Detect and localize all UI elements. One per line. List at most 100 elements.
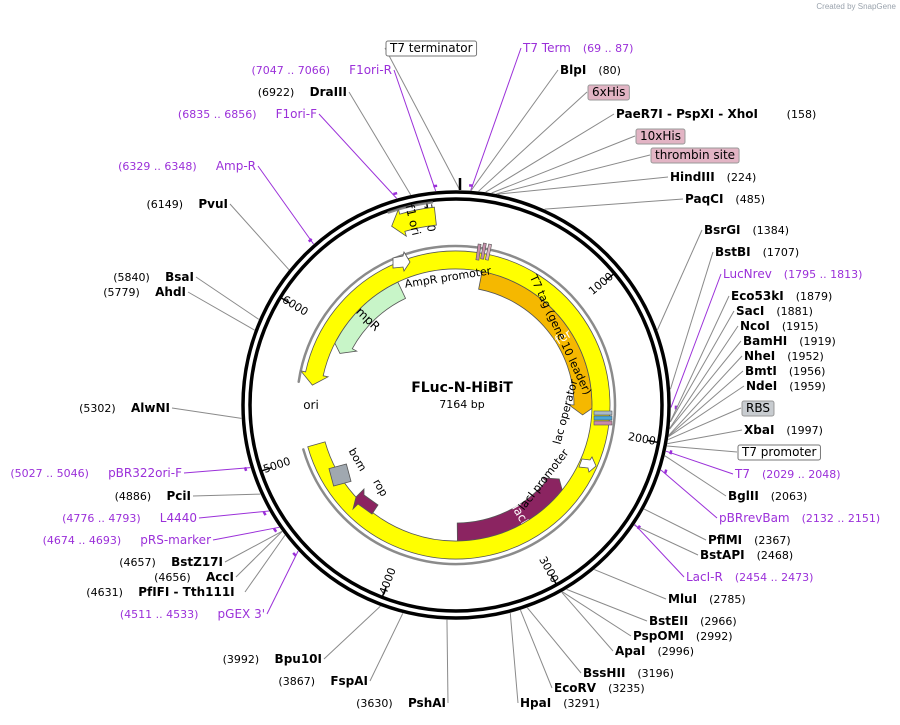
ahdi-position: (5779) <box>103 286 140 299</box>
tick-mark <box>647 439 659 444</box>
mlui-name: MluI <box>668 592 697 606</box>
connector-line <box>669 251 714 390</box>
feature-ori-arrow <box>299 250 611 560</box>
label-paqci: PaqCI(485) <box>685 192 765 206</box>
hindiii-position: (224) <box>727 171 757 184</box>
label-t7-terminator: T7 terminator <box>385 40 478 57</box>
label-laci-r: LacI-R(2454 .. 2473) <box>686 570 813 584</box>
primer-site-mark <box>393 191 398 196</box>
label-paer7i: PaeR7I - PspXI - XhoI(158) <box>616 107 816 121</box>
t7-promoter-badge <box>737 444 821 461</box>
label-bsshii: BssHII(3196) <box>583 666 674 680</box>
label-nhei: NheI(1952) <box>744 349 824 363</box>
label-t7-promoter: T7 promoter <box>737 444 821 461</box>
label-bmti: BmtI(1956) <box>745 364 825 378</box>
bamhi-position: (1919) <box>799 335 836 348</box>
connector-line <box>527 607 582 674</box>
connector-line <box>235 531 283 578</box>
tick-mark <box>605 272 615 281</box>
saci-name: SacI <box>736 304 764 318</box>
primer-site-mark <box>307 238 313 243</box>
connector-line <box>212 526 280 541</box>
bstbi-name: BstBI <box>715 245 751 259</box>
t7-term-name: T7 Term <box>522 41 571 55</box>
pflmi-position: (2367) <box>754 534 791 547</box>
label-bstapi: BstAPI(2468) <box>700 548 793 562</box>
bsshii-position: (3196) <box>637 667 674 680</box>
connector-line <box>668 385 745 437</box>
bstz17i-name: BstZ17I <box>171 555 223 569</box>
label-fspai: FspAI(3867) <box>278 674 368 688</box>
label-draiii: DraIII (6922) <box>258 85 347 99</box>
label-pshai: PshAI(3630) <box>356 696 446 710</box>
pshai-name: PshAI <box>408 696 446 710</box>
draiii-name: DraIII <box>310 85 347 99</box>
connector-line <box>198 510 270 519</box>
feature-f1ori-track <box>387 201 434 214</box>
pspomi-position: (2992) <box>696 630 733 643</box>
bglii-position: (2063) <box>771 490 808 503</box>
connector-line <box>669 340 742 430</box>
connector-line <box>384 47 461 191</box>
tick-label: 6000 <box>280 293 311 319</box>
connector-line <box>669 325 739 429</box>
6xhis-name: 6xHis <box>592 85 625 99</box>
label-pspomi: PspOMI (2992) <box>633 629 733 643</box>
xbai-name: XbaI <box>744 423 774 437</box>
primer-site-mark <box>636 524 641 530</box>
bpu10i-position: (3992) <box>223 653 260 666</box>
ndei-name: NdeI <box>746 379 777 393</box>
label-bstz17i: BstZ17I (4657) <box>119 555 223 569</box>
pvui-position: (6149) <box>146 198 183 211</box>
connector-line <box>485 113 615 193</box>
label-xbai: XbaI(1997) <box>744 423 823 437</box>
pbr322ori-f-position: (5027 .. 5046) <box>10 467 89 480</box>
pbr322ori-f-name: pBR322ori-F <box>108 466 182 480</box>
label-t7-term: T7 Term(69 .. 87) <box>522 41 633 55</box>
plasmid-name: FLuc-N-HiBiT <box>411 380 513 396</box>
connector-line <box>393 69 437 192</box>
ndei-position: (1959) <box>789 380 826 393</box>
connector-line <box>660 469 718 519</box>
bstz17i-position: (4657) <box>119 556 156 569</box>
laci-promoter-arrow <box>578 456 597 473</box>
feature-f1ori-arrow <box>391 206 437 238</box>
backbone-outer-circle <box>241 190 671 620</box>
label-mlui: MluI(2785) <box>668 592 746 606</box>
label-t7: T7(2029 .. 2048) <box>734 467 841 481</box>
pspomi-name: PspOMI <box>633 629 684 643</box>
connector-line <box>667 429 743 445</box>
feature-ori-track <box>297 244 617 566</box>
connector-line <box>669 295 730 422</box>
l4440-position: (4776 .. 4793) <box>62 512 141 525</box>
label-prs-marker: pRS-marker(4674 .. 4693) <box>43 533 211 547</box>
connector-line <box>633 524 699 556</box>
pgex3-position: (4511 .. 4533) <box>120 608 199 621</box>
label-pcii: PciI(4886) <box>115 489 191 503</box>
prs-marker-position: (4674 .. 4693) <box>43 534 122 547</box>
label-pfifi: PfIFI - Tth111I(4631) <box>86 585 234 599</box>
bsteii-name: BstEII <box>649 614 688 628</box>
connector-line <box>667 445 738 453</box>
label-bsai: BsaI(5840) <box>113 270 194 284</box>
eco53ki-name: Eco53kI <box>731 289 784 303</box>
bsai-position: (5840) <box>113 271 150 284</box>
connector-line <box>634 524 685 578</box>
fspai-name: FspAI <box>330 674 368 688</box>
label-acci: AccI(4656) <box>154 570 234 584</box>
primer-site-mark <box>292 552 297 557</box>
rbs-name: RBS <box>746 401 770 415</box>
bmti-position: (1956) <box>789 365 826 378</box>
connector-line <box>665 450 734 475</box>
lac-operator-label: lac operator <box>551 378 581 446</box>
draiii-position: (6922) <box>258 86 295 99</box>
bstbi-position: (1707) <box>763 246 800 259</box>
label-rbs: RBS <box>741 400 775 417</box>
connector-line <box>470 69 559 191</box>
label-bstbi: BstBI (1707) <box>715 245 799 259</box>
connector-line <box>183 467 251 474</box>
primer-site-mark <box>272 527 278 533</box>
bsrgi-name: BsrGI <box>704 223 741 237</box>
connector-line <box>497 176 669 195</box>
